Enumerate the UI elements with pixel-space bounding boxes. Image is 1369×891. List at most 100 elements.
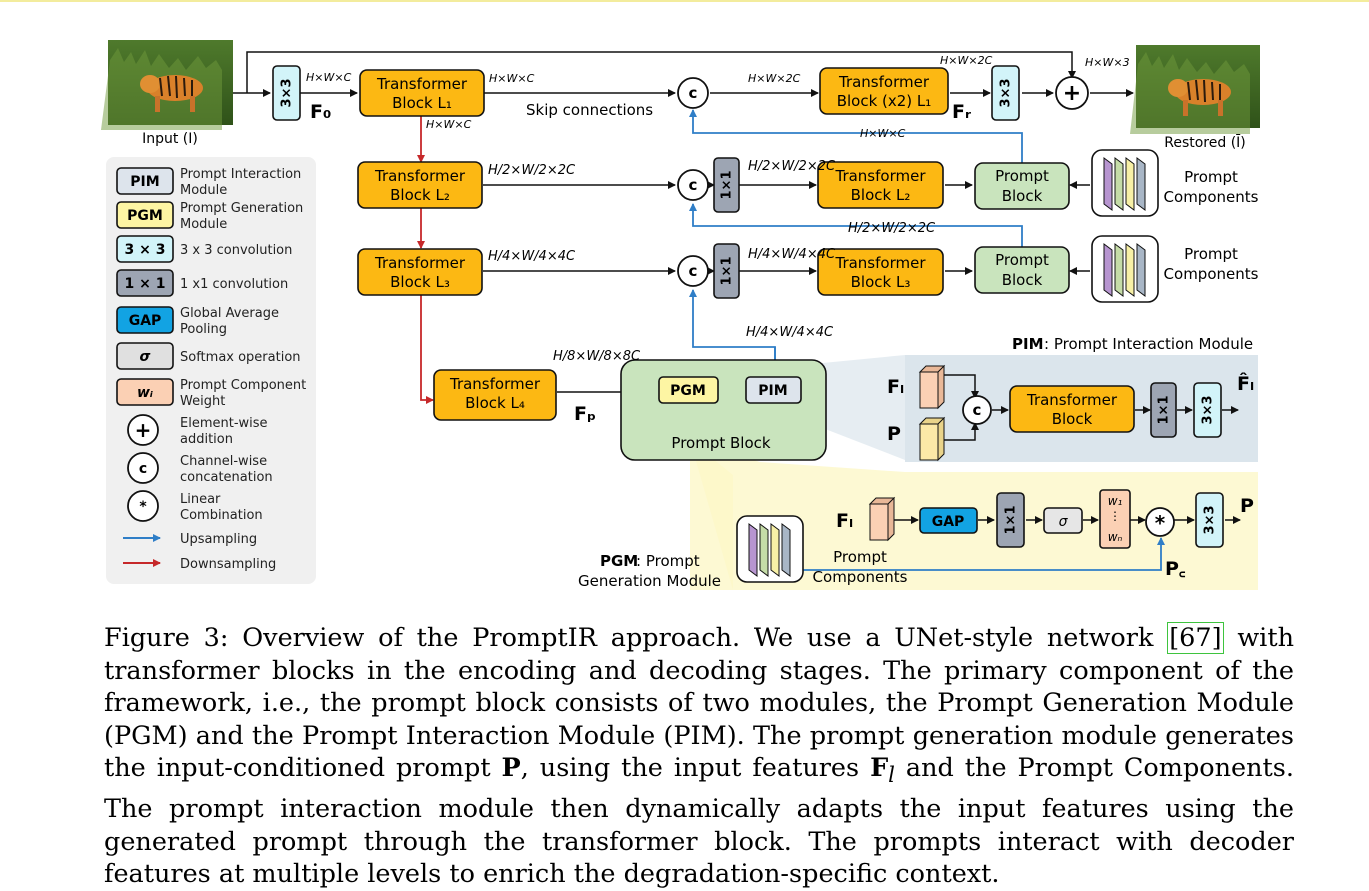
pim-box: PIM: [745, 376, 802, 404]
svg-text:σ: σ: [140, 349, 151, 365]
svg-text:3×3: 3×3: [999, 79, 1014, 108]
svg-text:Prompt Block: Prompt Block: [671, 434, 770, 452]
svg-text:H/2×W/2×2C: H/2×W/2×2C: [748, 159, 836, 174]
svg-text:H×W×2C: H×W×2C: [748, 72, 801, 85]
svg-text:Element-wise: Element-wise: [180, 416, 268, 431]
svg-text:Transformer: Transformer: [1026, 391, 1118, 409]
prompt-components-level3: [1091, 235, 1159, 303]
svg-text:Pooling: Pooling: [180, 322, 227, 337]
svg-text:P꜀: P꜀: [1165, 558, 1186, 580]
svg-text:Global Average: Global Average: [180, 306, 279, 321]
legend-item: Downsampling: [123, 557, 276, 572]
svg-text:PGM: PGM: [127, 208, 163, 224]
svg-text:3 × 3: 3 × 3: [125, 242, 166, 258]
legend-item: Upsampling: [123, 532, 257, 547]
pgm-conv3x3: 3×3: [1195, 492, 1224, 548]
svg-text:P: P: [887, 423, 901, 445]
restored-label: Restored (Ī): [1164, 134, 1246, 151]
svg-text:H×W×2C: H×W×2C: [940, 54, 993, 67]
svg-text:Transformer: Transformer: [834, 167, 926, 185]
svg-text:Block L₂: Block L₂: [851, 186, 911, 204]
svg-text:Upsampling: Upsampling: [180, 532, 257, 547]
conv1x1-level3: 1×1: [713, 243, 740, 299]
svg-text:⋮: ⋮: [1109, 509, 1121, 523]
svg-text:PGM: PGM: [600, 552, 638, 570]
pim-conv1x1: 1×1: [1150, 382, 1177, 438]
svg-text:H×W×3: H×W×3: [1085, 56, 1130, 69]
svg-text:Module: Module: [180, 183, 227, 198]
svg-text:Transformer: Transformer: [376, 75, 468, 93]
svg-text:H×W×C: H×W×C: [489, 72, 535, 85]
svg-text:3×3: 3×3: [1201, 396, 1216, 425]
svg-text:Block L₂: Block L₂: [390, 186, 450, 204]
svg-text:1×1: 1×1: [1157, 396, 1172, 425]
svg-text:addition: addition: [180, 432, 233, 447]
svg-text:Block (x2) L₁: Block (x2) L₁: [837, 92, 932, 110]
svg-text:1 × 1: 1 × 1: [125, 276, 166, 292]
global-skip-line: [246, 51, 1076, 93]
pim-conv3x3: 3×3: [1193, 382, 1222, 438]
svg-text:Fₗ: Fₗ: [887, 376, 904, 398]
add-op-final: [1055, 76, 1089, 110]
svg-text:Fₚ: Fₚ: [574, 403, 596, 425]
svg-text:Transformer: Transformer: [374, 167, 466, 185]
svg-text:Block: Block: [1052, 410, 1093, 428]
legend-panel: [106, 157, 316, 584]
svg-text:3×3: 3×3: [280, 79, 295, 108]
svg-text:σ: σ: [1059, 514, 1069, 530]
svg-text:PIM: PIM: [758, 383, 787, 399]
svg-text:Downsampling: Downsampling: [180, 557, 276, 572]
concat-op-level1: [677, 77, 709, 109]
svg-text:Fₗ: Fₗ: [836, 510, 853, 532]
citation-link[interactable]: [67]: [1167, 622, 1224, 654]
svg-text:H/2×W/2×2C: H/2×W/2×2C: [488, 163, 576, 178]
pgm-fl-feature: [868, 496, 896, 542]
svg-text:H/4×W/4×4C: H/4×W/4×4C: [746, 325, 834, 340]
gap-box: GAP: [919, 507, 978, 534]
svg-text:GAP: GAP: [932, 514, 965, 530]
svg-text:Linear: Linear: [180, 492, 221, 507]
pim-fl-feature: [918, 364, 946, 410]
svg-text:Softmax operation: Softmax operation: [180, 350, 301, 365]
concat-op-level3: [677, 255, 709, 287]
svg-text:PIM: PIM: [130, 174, 159, 190]
concat-op-level2: [677, 169, 709, 201]
svg-text:Fᵣ: Fᵣ: [952, 101, 971, 123]
figure-caption: Figure 3: Overview of the PromptIR appro…: [104, 622, 1294, 890]
svg-text:PGM: PGM: [670, 383, 706, 399]
svg-text:1×1: 1×1: [720, 257, 735, 286]
svg-text:GAP: GAP: [129, 313, 162, 329]
svg-text:*: *: [139, 499, 147, 515]
input-label: Input (I): [142, 131, 198, 147]
svg-text:*: *: [1155, 511, 1166, 535]
svg-text:Prompt Component: Prompt Component: [180, 378, 306, 393]
legend-item: σ Softmax operation: [116, 342, 301, 370]
svg-text:H/4×W/4×4C: H/4×W/4×4C: [748, 247, 836, 262]
pim-p-feature: [918, 416, 946, 462]
svg-text:H×W×C: H×W×C: [860, 127, 906, 140]
svg-text:H/8×W/8×8C: H/8×W/8×8C: [553, 349, 641, 364]
prompt-components-level2: [1091, 149, 1159, 217]
svg-text:PIM: PIM: [1012, 335, 1044, 353]
svg-text:Prompt Generation: Prompt Generation: [180, 201, 303, 216]
svg-text:Transformer: Transformer: [374, 254, 466, 272]
svg-text:Transformer: Transformer: [449, 375, 541, 393]
svg-text:c: c: [689, 262, 698, 280]
pim-callout-shade: [802, 355, 905, 460]
